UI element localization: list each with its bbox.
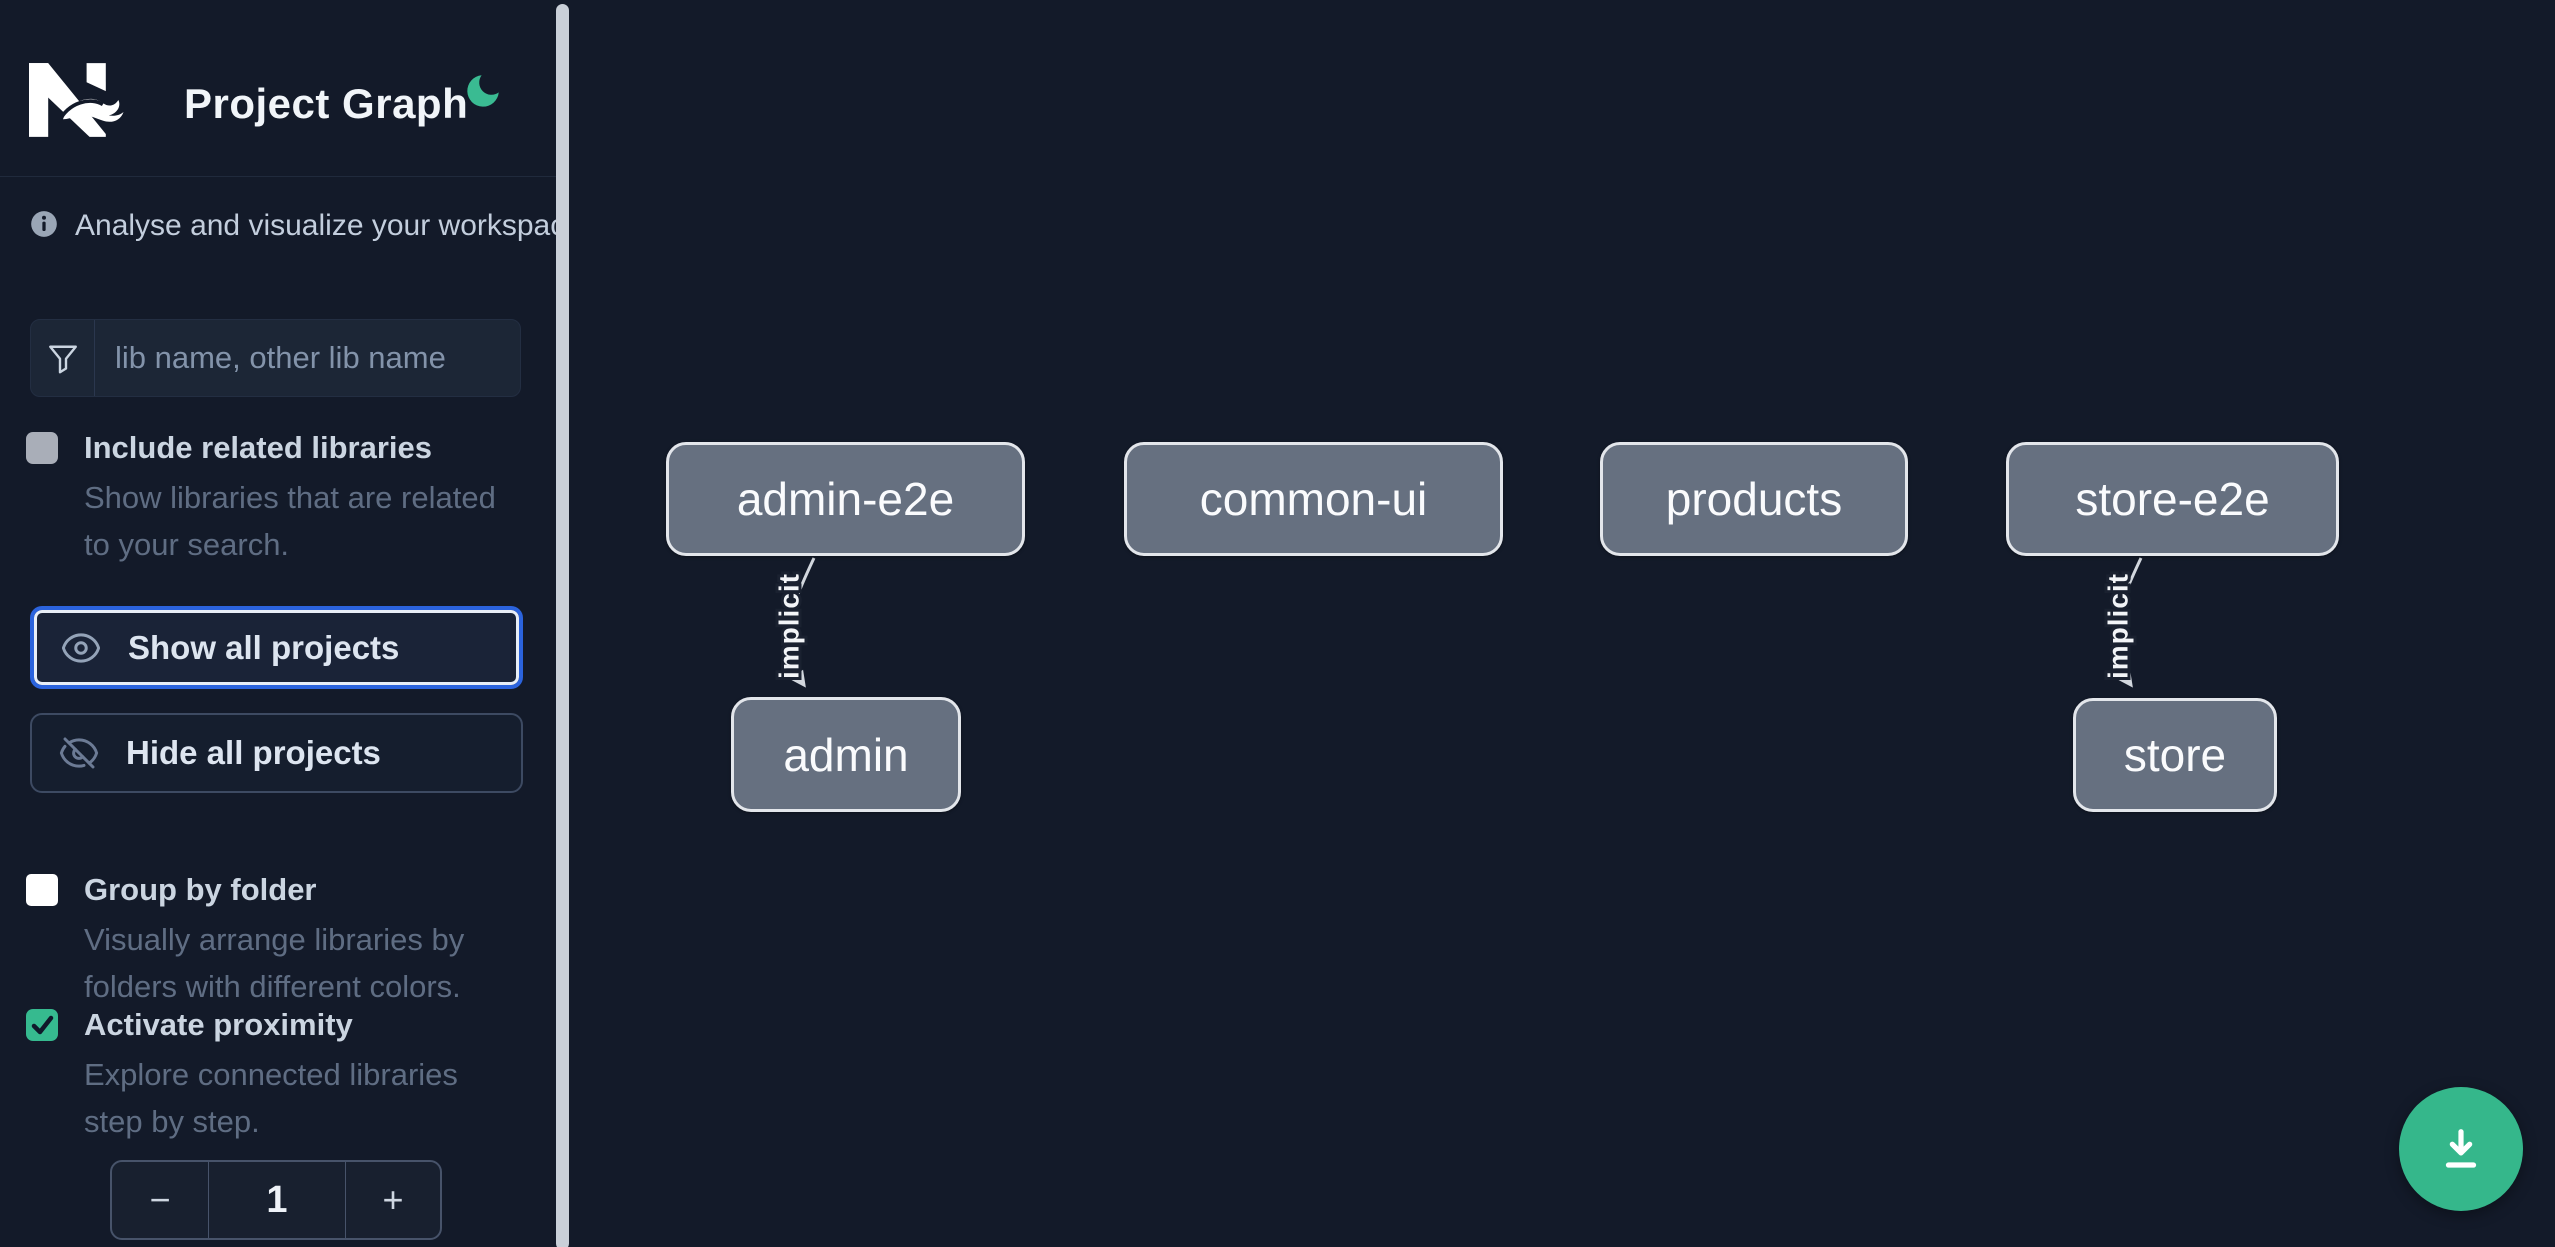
decrement-button[interactable]: − — [112, 1162, 209, 1238]
nx-logo — [29, 63, 124, 137]
eye-slash-icon — [59, 737, 99, 769]
sidebar: Project Graph Analyse and visualize your… — [0, 0, 590, 1247]
group-by-folder-checkbox[interactable] — [26, 874, 58, 906]
node-admin[interactable]: admin — [731, 697, 961, 812]
activate-proximity-description: Explore connected libraries step by step… — [84, 1057, 458, 1139]
checkmark-icon — [31, 1015, 54, 1035]
activate-proximity-checkbox[interactable] — [26, 1009, 58, 1041]
sidebar-header: Project Graph — [0, 0, 556, 177]
info-text: Analyse and visualize your workspace. — [75, 209, 591, 242]
hide-all-projects-label: Hide all projects — [126, 734, 381, 771]
group-by-folder-label: Group by folder — [84, 872, 317, 907]
sidebar-scrollbar[interactable] — [556, 4, 569, 1247]
depth-value: 1 — [209, 1162, 346, 1238]
download-fab[interactable] — [2399, 1087, 2523, 1211]
download-icon — [2445, 1129, 2477, 1168]
include-related-checkbox[interactable] — [26, 432, 58, 464]
node-store-e2e[interactable]: store-e2e — [2006, 442, 2339, 556]
page-title: Project Graph — [184, 80, 469, 127]
show-all-projects-label: Show all projects — [128, 628, 400, 666]
show-all-projects-button[interactable]: Show all projects — [30, 606, 523, 689]
eye-icon — [61, 632, 101, 663]
include-related-description: Show libraries that are related to your … — [84, 480, 496, 562]
moon-icon[interactable] — [462, 70, 504, 112]
node-common-ui[interactable]: common-ui — [1124, 442, 1503, 556]
funnel-icon — [31, 320, 95, 396]
info-icon — [31, 211, 57, 237]
group-by-folder-description: Visually arrange libraries by folders wi… — [84, 922, 465, 1004]
include-related-label: Include related libraries — [84, 430, 433, 465]
filter-box — [30, 319, 534, 397]
node-admin-e2e[interactable]: admin-e2e — [666, 442, 1025, 556]
workspace-info: Analyse and visualize your workspace. — [30, 206, 590, 246]
hide-all-projects-button[interactable]: Hide all projects — [30, 713, 523, 793]
proximity-depth-stepper: − 1 + — [110, 1160, 442, 1240]
node-products[interactable]: products — [1600, 442, 1908, 556]
node-store[interactable]: store — [2073, 698, 2277, 812]
filter-input[interactable] — [95, 320, 534, 396]
graph-canvas[interactable] — [569, 0, 2555, 1247]
activate-proximity-label: Activate proximity — [84, 1007, 353, 1042]
increment-button[interactable]: + — [382, 1179, 404, 1220]
